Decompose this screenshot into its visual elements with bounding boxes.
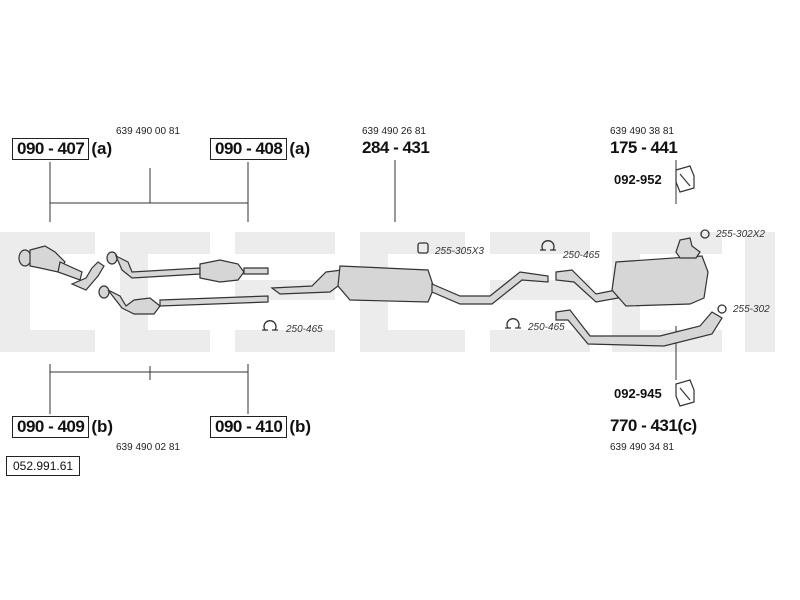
ref-clamp-mid-top: 250-465 — [563, 250, 600, 261]
clamp-icon-left — [262, 320, 278, 331]
clamp-icon-mid-bottom — [505, 318, 521, 329]
clamp-icon-mid-top — [540, 240, 556, 251]
leader-lines — [49, 160, 677, 414]
watermark-logo — [0, 232, 775, 352]
oem-number-top-right: 639 490 38 81 — [610, 126, 674, 137]
part-label-090-410: 090 - 410 (b) — [210, 416, 311, 438]
bracket-number-top: 092-952 — [614, 172, 662, 187]
part-label-090-407: 090 - 407 (a) — [12, 138, 112, 160]
part-suffix: (b) — [91, 417, 114, 436]
part-suffix: (b) — [289, 417, 312, 436]
ref-hanger-mid: 255-305X3 — [435, 246, 484, 257]
clamp-symbols — [262, 229, 727, 331]
oem-number-bottom-right: 639 490 34 81 — [610, 442, 674, 453]
part-code: 090 - 407 — [12, 138, 90, 160]
ref-clamp-mid-bottom: 250-465 — [528, 322, 565, 333]
ring-icon-top — [700, 229, 710, 239]
bracket-icon-bottom — [675, 379, 695, 407]
diagram-id: 052.991.61 — [6, 456, 81, 476]
part-label-090-409: 090 - 409 (b) — [12, 416, 113, 438]
ref-ring-top: 255-302X2 — [716, 229, 765, 240]
oem-number-middle: 639 490 26 81 — [362, 126, 426, 137]
bracket-icons — [675, 165, 695, 407]
bracket-number-bottom: 092-945 — [614, 386, 662, 401]
ring-icon-bottom — [717, 304, 727, 314]
hanger-icon — [417, 242, 429, 254]
part-number-middle: 284 - 431 — [362, 138, 430, 157]
part-suffix: (a) — [91, 139, 113, 158]
ref-ring-bottom: 255-302 — [733, 304, 770, 315]
part-number-bottom-right: 770 - 431(c) — [610, 416, 697, 435]
part-suffix: (a) — [289, 139, 311, 158]
bracket-icon-top — [675, 165, 695, 193]
exhaust-parts — [18, 237, 723, 347]
part-code: 090 - 409 — [12, 416, 90, 438]
oem-number-bottom-left: 639 490 02 81 — [116, 442, 180, 453]
part-number-top-right: 175 - 441 — [610, 138, 678, 157]
oem-number-top-left: 639 490 00 81 — [116, 126, 180, 137]
part-code: 090 - 410 — [210, 416, 288, 438]
part-label-090-408: 090 - 408 (a) — [210, 138, 310, 160]
ref-clamp-left: 250-465 — [286, 324, 323, 335]
part-code: 090 - 408 — [210, 138, 288, 160]
